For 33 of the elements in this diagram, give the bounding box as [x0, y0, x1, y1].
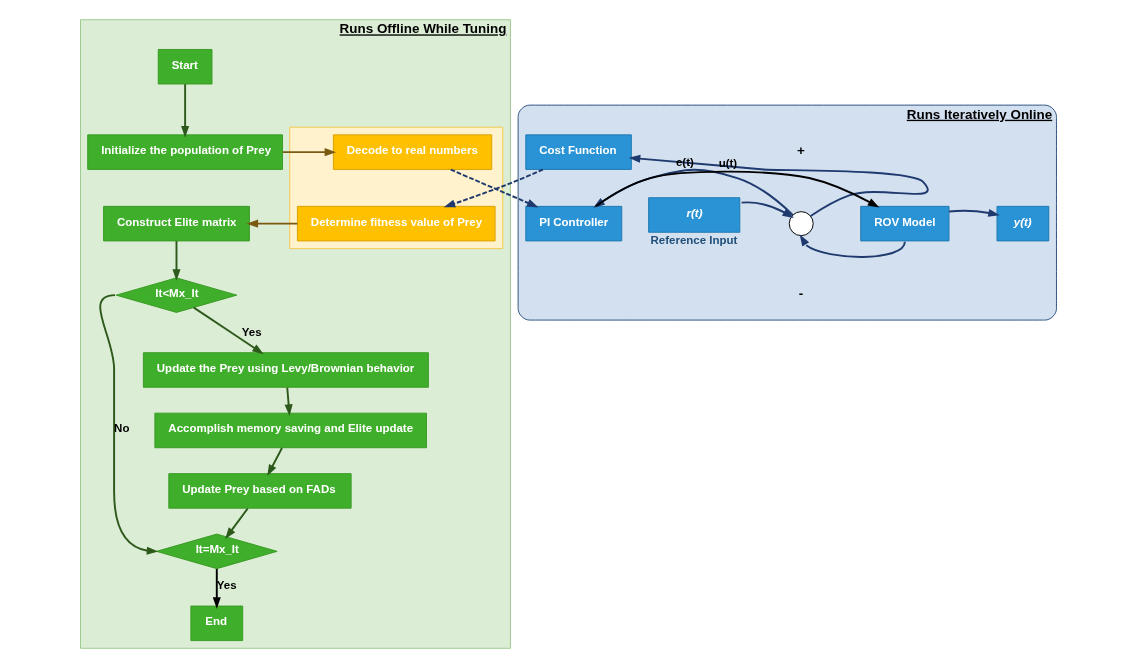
edge-label: Yes [241, 326, 262, 339]
node-box: y(t) [996, 205, 1050, 242]
arrow [740, 201, 794, 219]
node-box: Initialize the population of Prey [87, 134, 283, 170]
node-box: Accomplish memory saving and Elite update [154, 412, 427, 449]
node-box: Start [157, 49, 213, 85]
arrow [246, 219, 299, 228]
arrow [628, 154, 929, 217]
node-box: Update Prey based on FADs [168, 473, 352, 509]
node-diamond: It=Mx_It [156, 533, 278, 570]
arrow [799, 234, 906, 258]
node-box: Cost Function [525, 134, 632, 170]
node-label: Reference Input [650, 234, 738, 247]
node-box: Determine fitness value of Prey [296, 205, 496, 242]
node-diamond: It<Mx_It [115, 277, 238, 313]
arrow [225, 507, 249, 540]
node-box: Decode to real numbers [332, 134, 493, 170]
label: + [796, 142, 805, 158]
arrow [192, 306, 264, 355]
arrow [212, 567, 221, 609]
arrow [172, 240, 181, 281]
node-box: PI Controller [525, 205, 623, 242]
arrow [181, 83, 190, 138]
node-box: Update the Prey using Levy/Brownian behavior [142, 352, 429, 388]
node-box: End [190, 605, 244, 642]
arrow [948, 208, 1000, 217]
node-box: ROV Model [860, 205, 950, 242]
arrow [281, 148, 337, 157]
label: - [798, 285, 804, 301]
node-circle [788, 211, 814, 237]
node-box: Construct Elite matrix [103, 205, 250, 242]
cluster [289, 126, 504, 250]
arrow [267, 447, 283, 477]
